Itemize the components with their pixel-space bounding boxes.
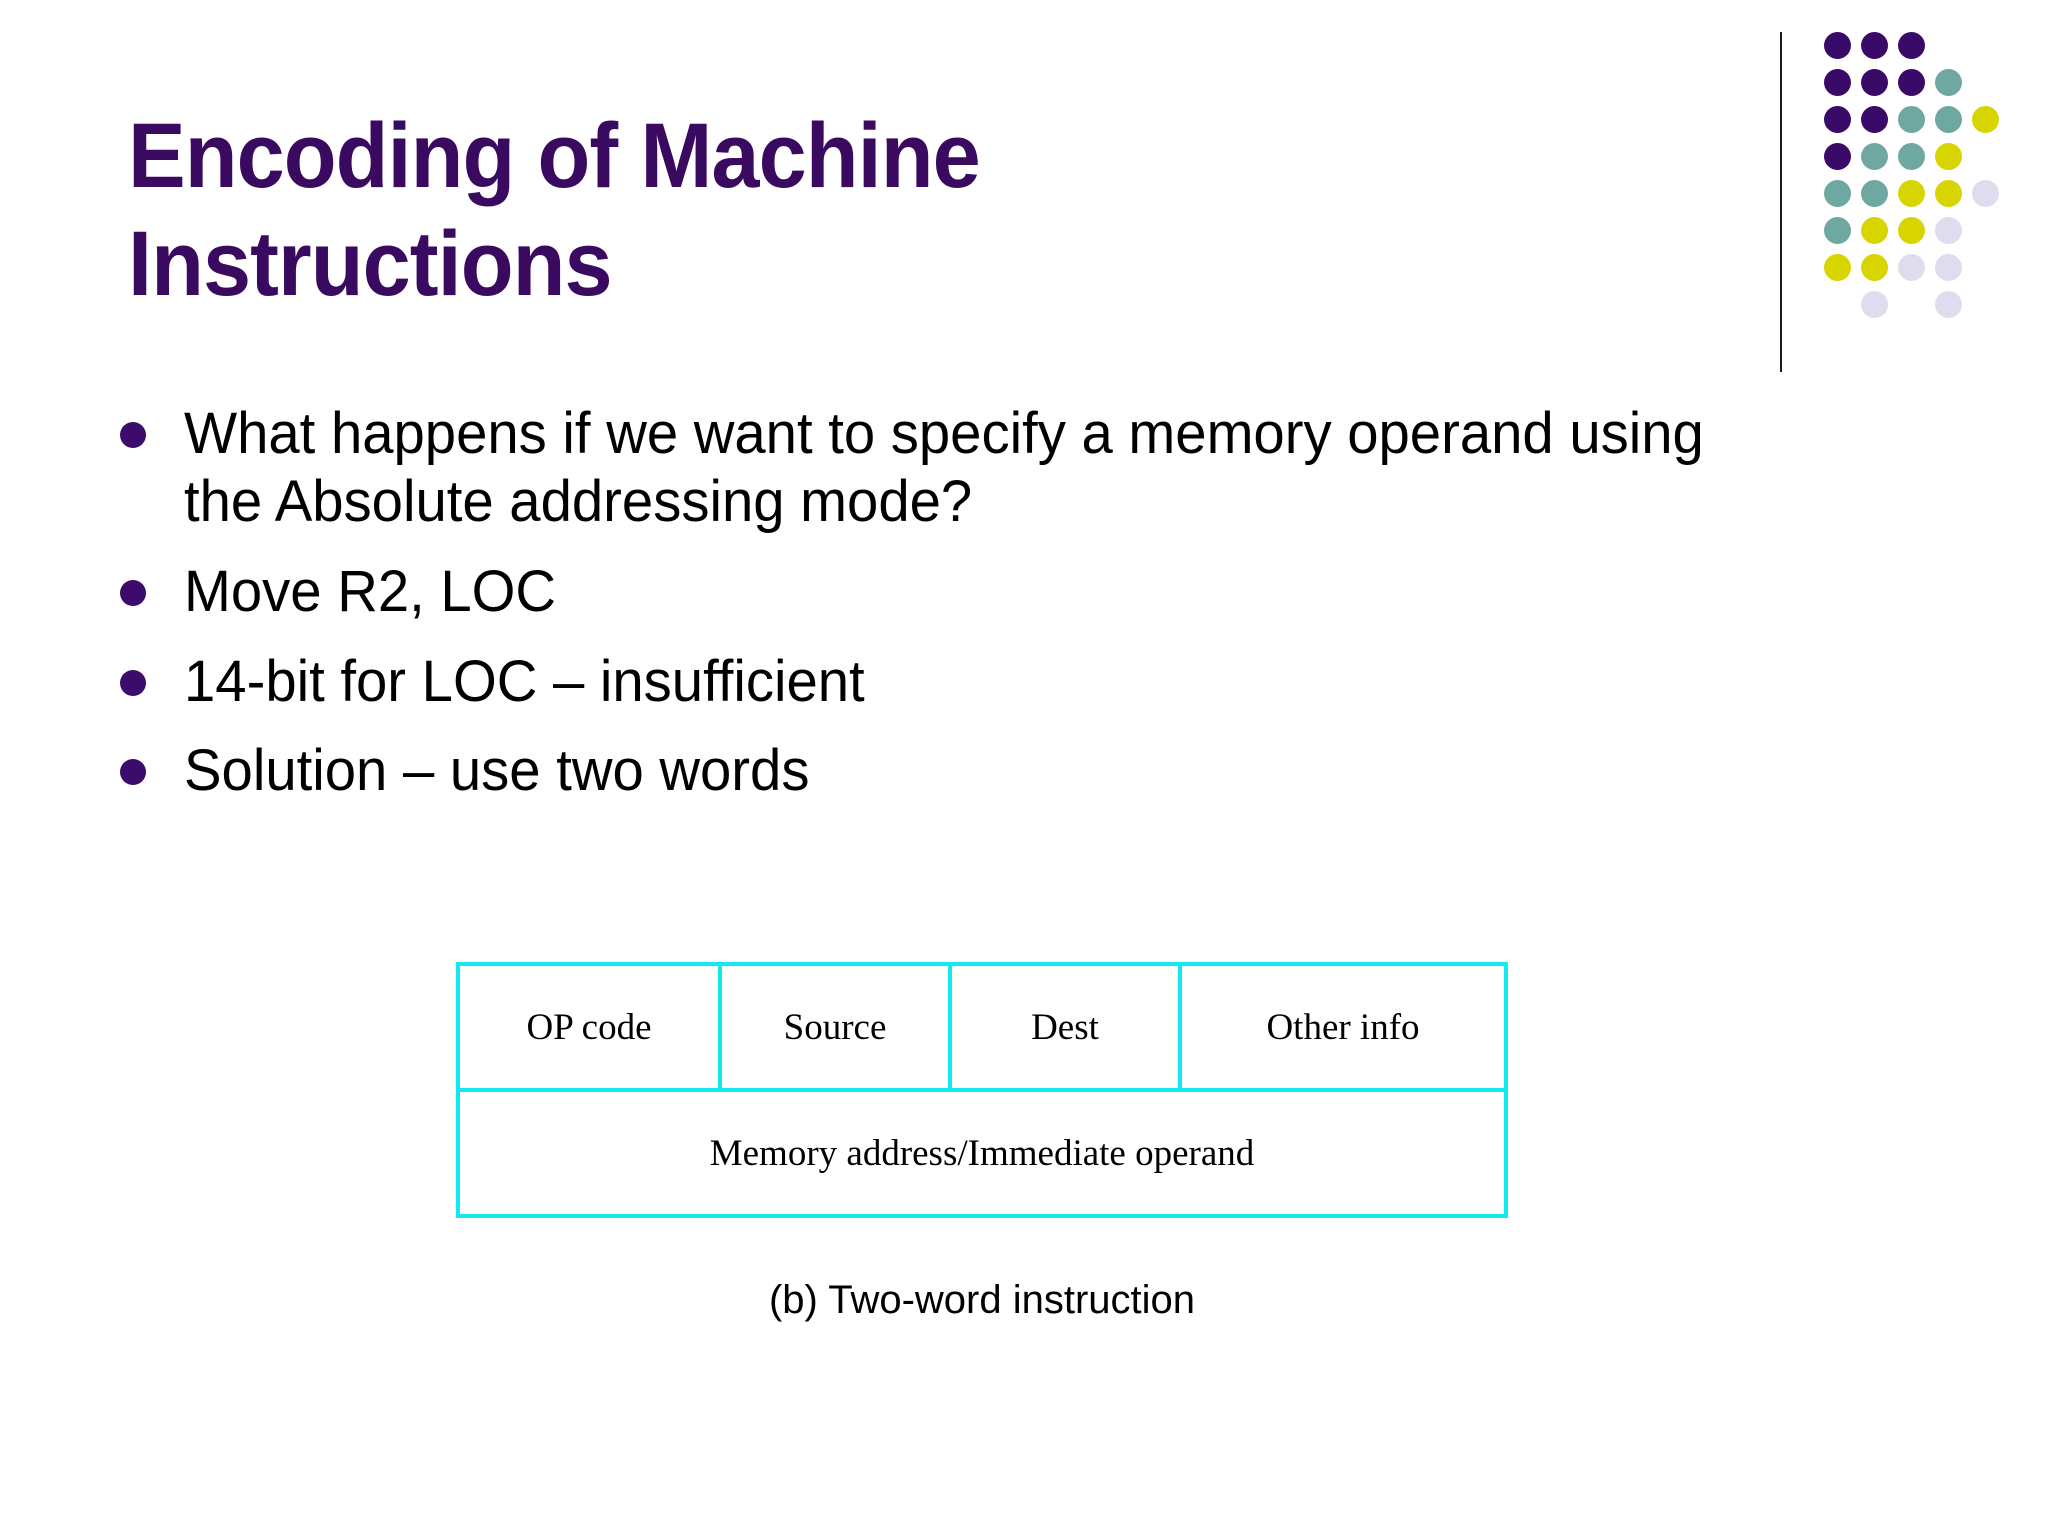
logo-dot-teal xyxy=(1935,69,1962,96)
logo-dot-lavender xyxy=(1935,291,1962,318)
field-memory-address: Memory address/Immediate operand xyxy=(709,1132,1255,1174)
logo-dot-lavender xyxy=(1898,254,1925,281)
logo-dot-lavender xyxy=(1935,254,1962,281)
logo-dot-teal xyxy=(1898,106,1925,133)
logo-dot-teal xyxy=(1861,180,1888,207)
logo-dot-purple xyxy=(1898,32,1925,59)
logo-dot-yellow xyxy=(1935,180,1962,207)
logo-dot-teal xyxy=(1824,217,1851,244)
logo-dot-yellow xyxy=(1972,106,1999,133)
bullet-text: 14-bit for LOC – insufficient xyxy=(184,648,865,714)
logo-dot-teal xyxy=(1824,180,1851,207)
logo-dot-lavender xyxy=(1972,180,1999,207)
bullet-item: Solution – use two words xyxy=(120,737,1800,805)
logo-dot-yellow xyxy=(1935,143,1962,170)
field-op-code: OP code xyxy=(460,966,722,1088)
bullet-text: Move R2, LOC xyxy=(184,558,557,624)
logo-dot-yellow xyxy=(1898,217,1925,244)
bullet-item: Move R2, LOC xyxy=(120,558,1800,626)
logo-vertical-rule xyxy=(1780,32,1782,372)
bullet-dot-icon xyxy=(120,422,146,448)
instruction-word-1: OP code Source Dest Other info xyxy=(456,962,1508,1092)
logo-dot-purple xyxy=(1898,69,1925,96)
field-other-info: Other info xyxy=(1266,1006,1420,1048)
logo-dot-grid xyxy=(1824,32,2020,342)
logo-dot-lavender xyxy=(1935,217,1962,244)
page-title: Encoding of Machine Instructions xyxy=(128,104,981,316)
logo-dot-yellow xyxy=(1861,217,1888,244)
logo-dot-teal xyxy=(1935,106,1962,133)
logo-dot-purple xyxy=(1824,69,1851,96)
logo-dot-teal xyxy=(1898,143,1925,170)
logo xyxy=(1772,24,2022,374)
logo-dot-yellow xyxy=(1824,254,1851,281)
field-source: Source xyxy=(722,966,952,1088)
bullet-dot-icon xyxy=(120,579,146,606)
bullet-list: What happens if we want to specify a mem… xyxy=(120,400,1800,827)
logo-dot-purple xyxy=(1824,143,1851,170)
bullet-item: 14-bit for LOC – insufficient xyxy=(120,648,1800,716)
logo-dot-lavender xyxy=(1861,291,1888,318)
logo-dot-yellow xyxy=(1861,254,1888,281)
logo-dot-purple xyxy=(1824,106,1851,133)
logo-dot-yellow xyxy=(1898,180,1925,207)
instruction-word-2: Memory address/Immediate operand xyxy=(456,1088,1508,1218)
two-word-instruction-diagram: OP code Source Dest Other info Memory ad… xyxy=(456,962,1508,1222)
logo-dot-purple xyxy=(1861,106,1888,133)
bullet-item: What happens if we want to specify a mem… xyxy=(120,400,1800,536)
logo-dot-purple xyxy=(1824,32,1851,59)
logo-dot-purple xyxy=(1861,32,1888,59)
diagram-caption: (b) Two-word instruction xyxy=(768,1278,1196,1322)
field-dest: Dest xyxy=(952,966,1182,1088)
logo-dot-purple xyxy=(1861,69,1888,96)
bullet-text: Solution – use two words xyxy=(184,738,810,804)
logo-dot-teal xyxy=(1861,143,1888,170)
bullet-dot-icon xyxy=(120,669,146,696)
bullet-text: What happens if we want to specify a mem… xyxy=(184,401,1704,534)
bullet-dot-icon xyxy=(120,759,146,786)
